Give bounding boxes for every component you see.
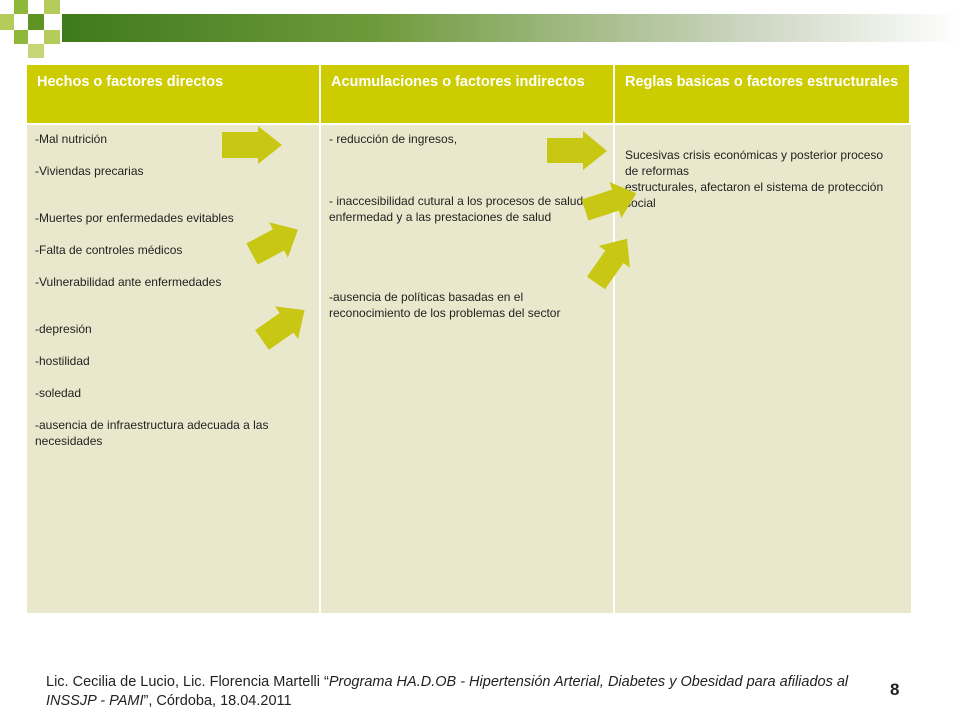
list-item: -hostilidad <box>35 354 90 368</box>
page-number: 8 <box>890 680 900 699</box>
cell-indirect-factors: - reducción de ingresos, - inaccesibilid… <box>321 125 615 613</box>
footer-citation: Lic. Cecilia de Lucio, Lic. Florencia Ma… <box>46 673 866 711</box>
header-direct-factors: Hechos o factores directos <box>27 65 321 125</box>
header-indirect-factors: Acumulaciones o factores indirectos <box>321 65 615 125</box>
list-item: estructurales, afectaron el sistema de p… <box>625 180 884 210</box>
deco-square <box>14 0 28 14</box>
deco-square <box>14 30 28 44</box>
footer-place-date: ”, Córdoba, 18.04.2011 <box>143 693 292 709</box>
deco-square <box>28 14 44 30</box>
deco-square <box>0 14 14 30</box>
list-item: -ausencia de infraestructura adecuada a … <box>35 418 269 448</box>
cell-structural-factors: Sucesivas crisis económicas y posterior … <box>615 125 911 613</box>
list-item: -Mal nutrición <box>35 132 108 146</box>
header-gradient-bar <box>62 14 960 42</box>
list-item: - inaccesibilidad cutural a los procesos… <box>329 194 588 224</box>
factors-table: Hechos o factores directos Acumulaciones… <box>27 65 911 613</box>
header-structural-factors: Reglas basicas o factores estructurales <box>615 65 911 125</box>
list-item: -depresión <box>35 322 92 336</box>
deco-square <box>44 30 60 44</box>
deco-square <box>44 0 60 14</box>
footer-program: Programa HA.D.OB - Hipertensión Arterial… <box>46 674 849 709</box>
list-item: -ausencia de políticas basadas en el rec… <box>329 290 561 320</box>
list-item: - reducción de ingresos, <box>329 132 458 146</box>
list-item: -Muertes por enfermedades evitables <box>35 211 234 225</box>
footer-authors: Lic. Cecilia de Lucio, Lic. Florencia Ma… <box>46 674 329 690</box>
list-item: Sucesivas crisis económicas y posterior … <box>625 148 884 178</box>
list-item: -soledad <box>35 386 82 400</box>
list-item: -Falta de controles médicos <box>35 243 183 257</box>
deco-square <box>28 44 44 58</box>
list-item: -Viviendas precarias <box>35 164 144 178</box>
cell-direct-factors: -Mal nutrición -Viviendas precarias -Mue… <box>27 125 321 613</box>
list-item: -Vulnerabilidad ante enfermedades <box>35 275 222 289</box>
